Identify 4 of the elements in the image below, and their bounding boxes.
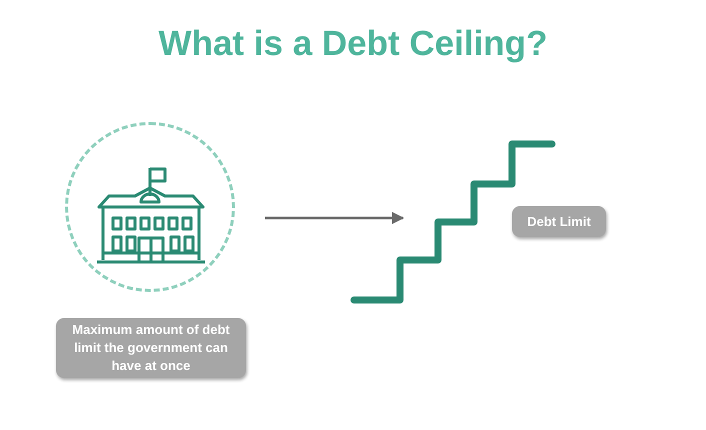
title: What is a Debt Ceiling?: [158, 23, 548, 65]
arrow: [265, 212, 404, 224]
text-box: Maximum amount of debt limit the government can have at once: [56, 318, 246, 378]
text-box: Debt Limit: [512, 206, 606, 237]
